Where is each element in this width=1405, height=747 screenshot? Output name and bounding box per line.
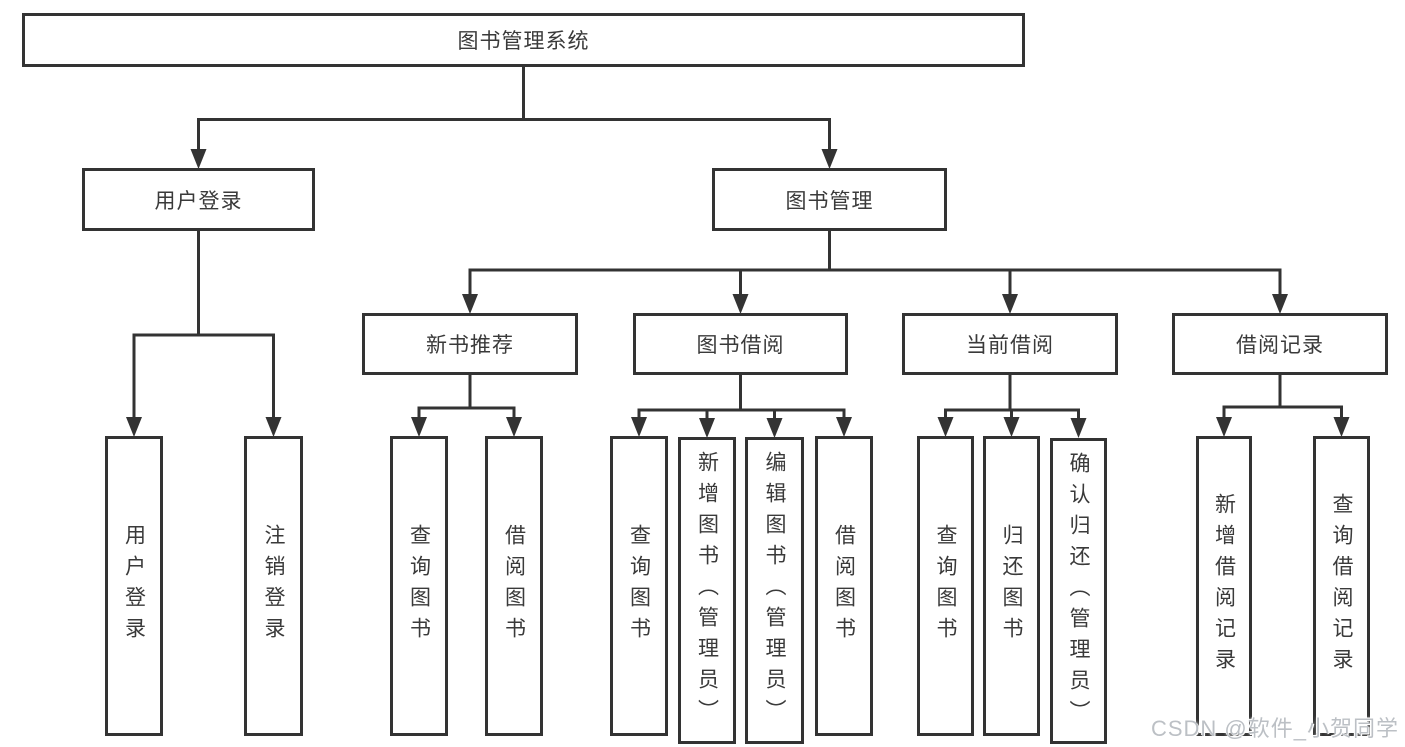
node-user-login: 用户登录 [82, 168, 315, 231]
node-leaf-query-borrow-record: 查询借阅记录 [1313, 436, 1370, 736]
node-leaf-query-books-recommend: 查询图书 [390, 436, 448, 736]
node-leaf-borrow-books-label: 借阅图书 [832, 524, 856, 648]
node-leaf-query-books-recommend-label: 查询图书 [407, 524, 431, 648]
node-leaf-query-borrow-record-label: 查询借阅记录 [1330, 493, 1353, 679]
node-leaf-borrow-books-recommend-label: 借阅图书 [502, 524, 526, 648]
node-current-borrowing-label: 当前借阅 [966, 334, 1054, 357]
node-leaf-logout-label: 注销登录 [262, 524, 285, 648]
node-user-login-label: 用户登录 [154, 189, 243, 213]
node-leaf-edit-books-admin: 编辑图书（管理员） [745, 437, 804, 744]
node-leaf-query-books-borrow-label: 查询图书 [627, 524, 651, 648]
node-leaf-borrow-books: 借阅图书 [815, 436, 873, 736]
node-leaf-add-borrow-record-label: 新增借阅记录 [1212, 493, 1236, 679]
node-leaf-logout: 注销登录 [244, 436, 303, 736]
node-borrowing-records: 借阅记录 [1172, 313, 1388, 375]
node-leaf-query-books-current-label: 查询图书 [934, 524, 957, 648]
node-leaf-borrow-books-recommend: 借阅图书 [485, 436, 543, 736]
node-borrowing-records-label: 借阅记录 [1236, 334, 1324, 357]
node-leaf-confirm-return-admin-label: 确认归还（管理员） [1067, 451, 1090, 731]
node-leaf-user-login-label: 用户登录 [122, 524, 146, 648]
node-book-borrowing-label: 图书借阅 [696, 334, 785, 357]
node-leaf-user-login: 用户登录 [105, 436, 163, 736]
node-new-book-recommendation: 新书推荐 [362, 313, 578, 375]
node-book-management-label: 图书管理 [785, 189, 874, 213]
node-leaf-add-borrow-record: 新增借阅记录 [1196, 436, 1252, 736]
node-leaf-confirm-return-admin: 确认归还（管理员） [1050, 438, 1107, 744]
node-leaf-query-books-current: 查询图书 [917, 436, 974, 736]
node-book-management: 图书管理 [712, 168, 947, 231]
node-current-borrowing: 当前借阅 [902, 313, 1118, 375]
node-book-borrowing: 图书借阅 [633, 313, 848, 375]
node-new-book-recommendation-label: 新书推荐 [426, 334, 514, 357]
node-root: 图书管理系统 [22, 13, 1025, 67]
node-leaf-edit-books-admin-label: 编辑图书（管理员） [763, 451, 786, 730]
connector-arrowheads [126, 149, 1350, 438]
node-leaf-add-books-admin-label: 新增图书（管理员） [695, 451, 719, 730]
node-leaf-return-books-label: 归还图书 [1000, 524, 1023, 648]
node-leaf-add-books-admin: 新增图书（管理员） [678, 437, 736, 744]
node-leaf-return-books: 归还图书 [983, 436, 1040, 736]
node-leaf-query-books-borrow: 查询图书 [610, 436, 668, 736]
node-root-label: 图书管理系统 [457, 30, 590, 53]
